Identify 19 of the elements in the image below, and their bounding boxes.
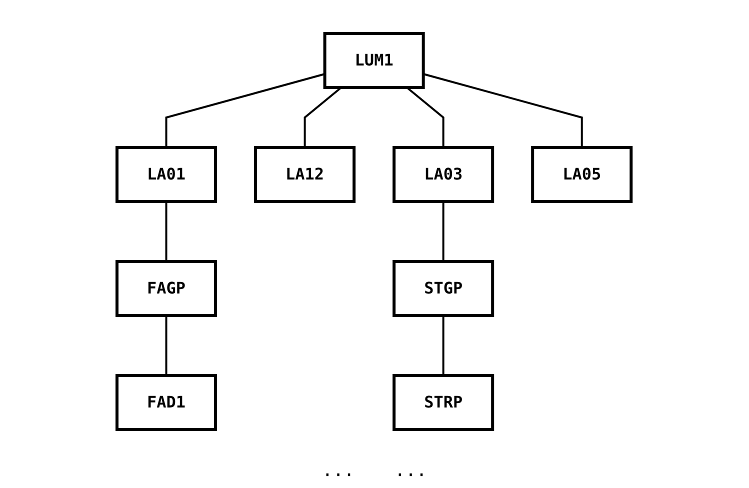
connector (442, 202, 445, 262)
connector (442, 316, 445, 376)
connector (406, 86, 445, 148)
node-box: LA05 (532, 146, 634, 203)
node-box: FAGP (116, 260, 218, 317)
node-box: STRP (393, 374, 495, 431)
connector (166, 316, 168, 376)
ellipsis-label: ··· (394, 465, 428, 486)
connector (166, 73, 326, 148)
connector (424, 73, 584, 148)
node-box: LA01 (116, 146, 218, 203)
node-box: STGP (393, 260, 495, 317)
connector (166, 202, 168, 262)
node-box: FAD1 (116, 374, 218, 431)
node-box: LUM1 (324, 32, 426, 89)
node-box: LA03 (393, 146, 495, 203)
node-box: LA12 (254, 146, 356, 203)
connector (304, 86, 342, 148)
ellipsis-label: ··· (322, 465, 354, 486)
